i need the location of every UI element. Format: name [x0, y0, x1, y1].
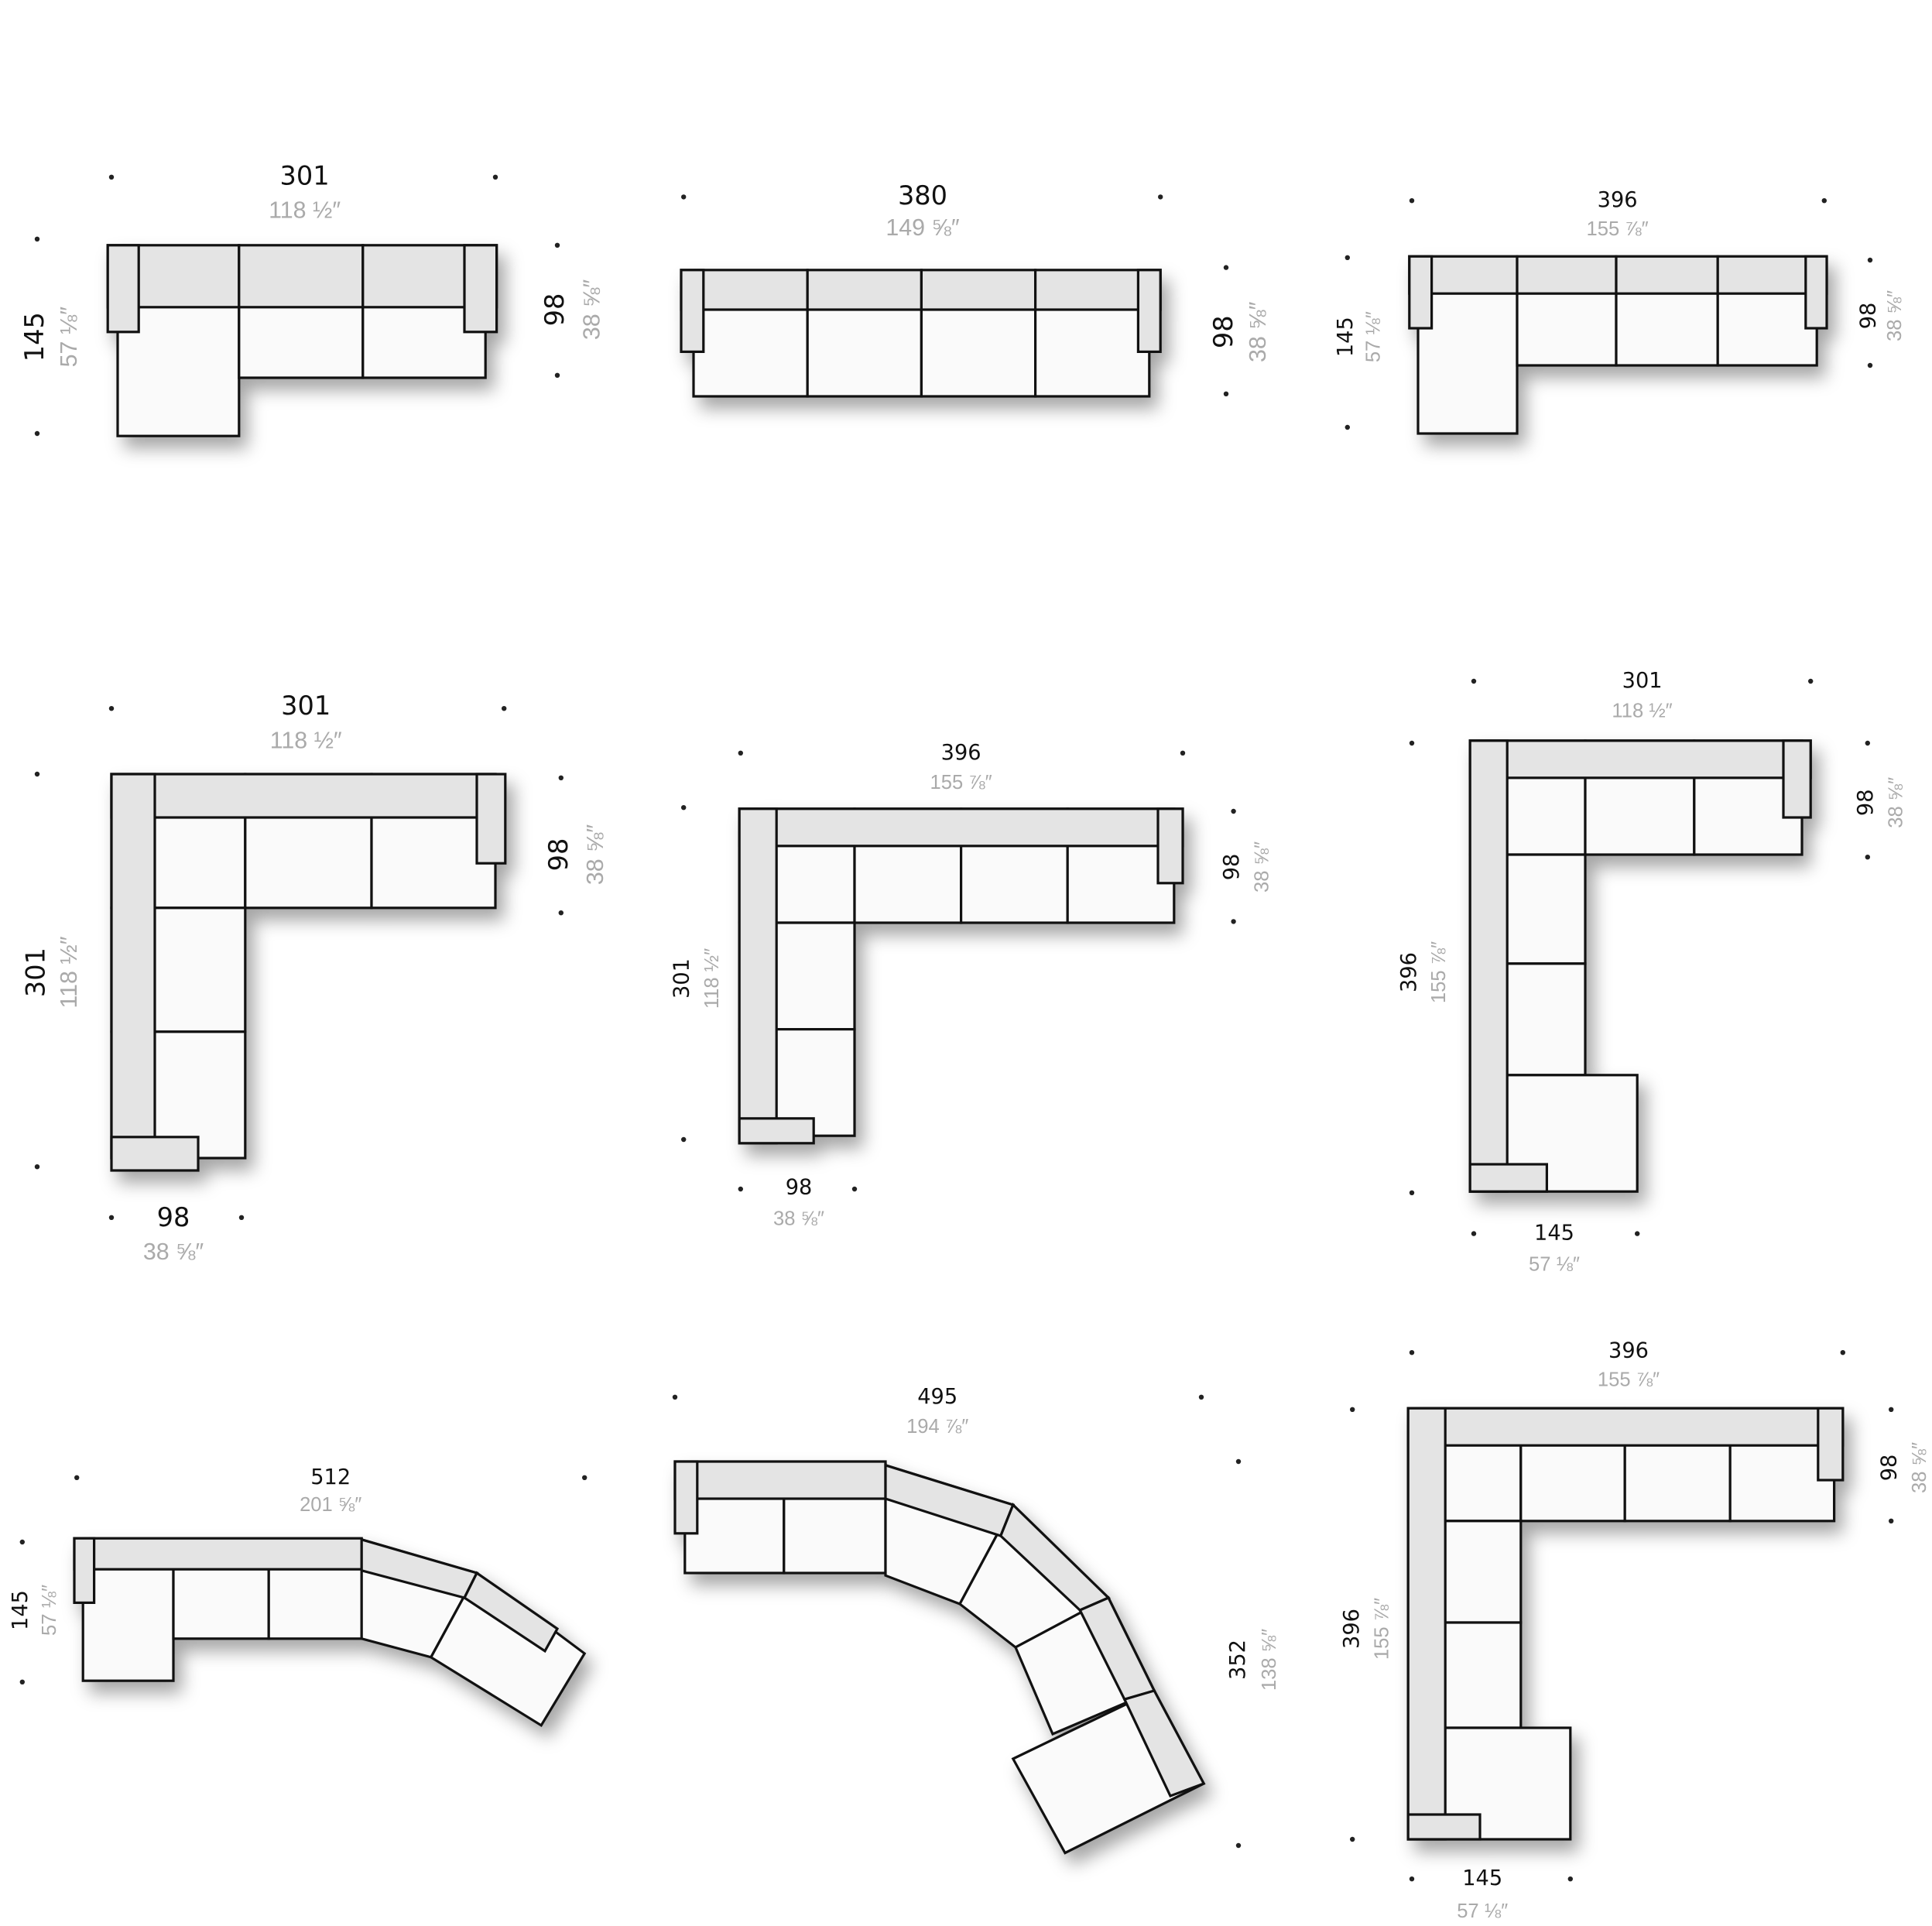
- depth-right-cm: 98: [1878, 1455, 1902, 1482]
- depth-left-in: 57 ⅛″: [56, 307, 82, 368]
- depth-right-cm: 98: [1856, 303, 1880, 330]
- config-9: 396 155 ⅞″ 98 38 ⅝″ 396 155 ⅞″ 145 57 ⅛″: [1340, 1339, 1930, 1922]
- config-3: 396 155 ⅞″ 145 57 ⅛″ 98 38 ⅝″: [1334, 188, 1906, 435]
- bottom-in: 38 ⅝″: [773, 1208, 824, 1229]
- side-in: 118 ½″: [701, 948, 723, 1009]
- width-in: 201 ⅝″: [300, 1494, 361, 1516]
- side-in: 118 ½″: [56, 936, 82, 1008]
- config-4: 301 118 ½″ 98 38 ⅝″ 301 118 ½″ 98 38 ⅝″: [21, 691, 609, 1265]
- config-6: 301 118 ½″ 98 38 ⅝″ 396 155 ⅞″ 145 57 ⅛″: [1397, 669, 1907, 1276]
- config-7: 512 201 ⅝″ 145 57 ⅛″: [9, 1465, 587, 1728]
- bottom-cm: 98: [786, 1175, 813, 1199]
- depth-right-cm: 98: [1854, 789, 1878, 816]
- side-cm: 301: [21, 948, 51, 997]
- width-in: 149 ⅝″: [886, 214, 959, 241]
- sofa-drawing: [1468, 739, 1812, 1193]
- sofa-drawing: [673, 1460, 1206, 1855]
- depth-right-in: 38 ⅝″: [1251, 841, 1273, 893]
- bottom-cm: 98: [157, 1202, 190, 1232]
- depth-right-in: 38 ⅝″: [1245, 301, 1271, 362]
- width-cm: 512: [310, 1465, 351, 1489]
- depth-left-cm: 145: [19, 312, 50, 362]
- side-in: 155 ⅞″: [1372, 1598, 1393, 1660]
- config-2: 380 149 ⅝″ 98 38 ⅝″: [680, 180, 1271, 398]
- depth-right-in: 38 ⅝″: [578, 279, 605, 341]
- width-in: 155 ⅞″: [930, 772, 992, 793]
- depth-right-cm: 98: [1208, 315, 1238, 348]
- width-cm: 396: [1608, 1339, 1649, 1363]
- width-in: 194 ⅞″: [906, 1416, 968, 1438]
- width-in: 118 ½″: [270, 727, 342, 753]
- bottom-in: 38 ⅝″: [143, 1239, 204, 1265]
- width-cm: 301: [281, 691, 331, 721]
- bottom-cm: 145: [1462, 1866, 1502, 1890]
- depth-left-in: 57 ⅛″: [39, 1585, 60, 1636]
- sofa-drawing: [1408, 255, 1828, 435]
- bottom-cm: 145: [1534, 1222, 1574, 1246]
- sofa-drawing: [1406, 1407, 1845, 1841]
- depth-right-cm: 98: [540, 293, 570, 327]
- side-in: 155 ⅞″: [1428, 941, 1450, 1003]
- depth-left-cm: 145: [9, 1590, 33, 1630]
- bottom-in: 57 ⅛″: [1529, 1254, 1580, 1276]
- config-5: 396 155 ⅞″ 98 38 ⅝″ 301 118 ½″ 98 38 ⅝″: [670, 741, 1273, 1230]
- width-in: 118 ½″: [1612, 700, 1672, 721]
- sofa-drawing: [738, 807, 1184, 1145]
- depth-right-in: 38 ⅝″: [1886, 777, 1907, 828]
- sofa-drawing: [110, 773, 507, 1172]
- depth-right-cm: 98: [543, 838, 574, 872]
- width-cm: 396: [941, 741, 981, 765]
- side-cm: 301: [670, 958, 694, 999]
- depth-right-cm: 352: [1226, 1640, 1250, 1680]
- sofa-drawing: [680, 269, 1162, 398]
- width-cm: 396: [1598, 188, 1638, 212]
- depth-right-in: 38 ⅝″: [1884, 290, 1906, 341]
- width-cm: 380: [898, 180, 947, 211]
- sofa-drawing: [106, 244, 498, 437]
- depth-right-in: 138 ⅝″: [1259, 1629, 1280, 1691]
- side-cm: 396: [1397, 952, 1421, 992]
- width-in: 155 ⅞″: [1586, 218, 1648, 240]
- bottom-in: 57 ⅛″: [1457, 1900, 1508, 1922]
- width-cm: 301: [280, 160, 330, 190]
- width-in: 155 ⅞″: [1598, 1369, 1660, 1390]
- depth-left-in: 57 ⅛″: [1362, 311, 1384, 362]
- width-cm: 495: [917, 1385, 957, 1409]
- depth-right-in: 38 ⅝″: [1909, 1442, 1930, 1493]
- sofa-drawing: [73, 1537, 587, 1728]
- depth-right-in: 38 ⅝″: [582, 824, 608, 886]
- config-8: 495 194 ⅞″ 352 138 ⅝″: [672, 1385, 1280, 1855]
- width-in: 118 ½″: [269, 197, 341, 224]
- side-cm: 396: [1340, 1609, 1364, 1649]
- config-1: 301 118 ½″ 145 57 ⅛″ 98 38 ⅝″: [19, 160, 605, 437]
- depth-left-cm: 145: [1334, 317, 1358, 357]
- width-cm: 301: [1622, 669, 1663, 693]
- depth-right-cm: 98: [1220, 854, 1244, 881]
